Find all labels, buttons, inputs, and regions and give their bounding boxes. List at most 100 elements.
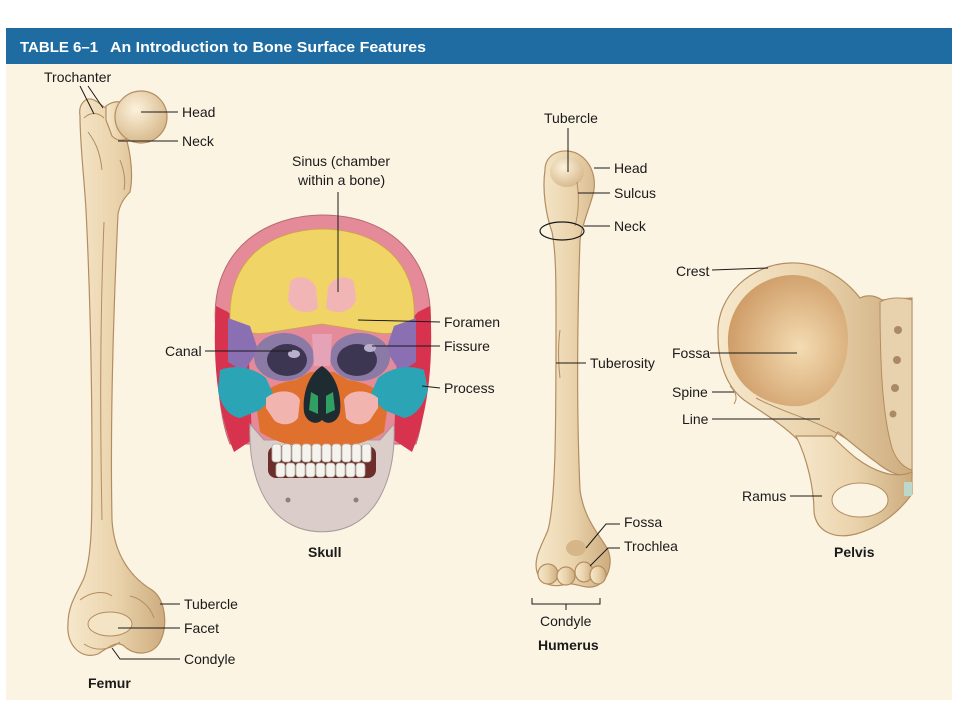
skull-sphenoid-left: [228, 318, 258, 372]
tooth: [301, 443, 312, 463]
caption-femur: Femur: [88, 675, 131, 691]
humerus-bone: [535, 150, 611, 588]
label-skull-process: Process: [444, 380, 495, 396]
tooth: [281, 443, 292, 463]
femur-bone: [67, 98, 166, 656]
skull-concha-right: [326, 392, 335, 414]
humerus-labels: Tubercle Head Sulcus Neck Tuberosity Fos…: [531, 110, 678, 653]
skull-upper-teeth: [271, 443, 372, 463]
skull-frontal-sinus-right: [326, 277, 356, 313]
leader-humerus-fossa: [585, 523, 620, 549]
tooth: [285, 462, 296, 478]
pelvis-sacral-foramen: [891, 384, 899, 392]
humerus-sulcus-detail: [574, 181, 579, 227]
leader-skull-process: [421, 385, 441, 389]
label-pelvis-ramus: Ramus: [742, 488, 786, 504]
skull-zygomatic-left: [218, 367, 274, 418]
skull-orbit-right-inner: [337, 344, 377, 376]
leader-skull-foramen: [357, 319, 441, 323]
label-skull-canal: Canal: [165, 343, 202, 359]
label-femur-trochanter: Trochanter: [44, 69, 112, 85]
label-humerus-tubercle: Tubercle: [544, 110, 598, 126]
pelvis-illustration: [717, 262, 913, 537]
label-femur-condyle: Condyle: [184, 651, 236, 667]
pelvis-obturator-foramen: [831, 482, 889, 518]
tooth: [305, 462, 316, 478]
pelvis-iliac-fossa: [727, 275, 848, 407]
skull-concha-left: [309, 392, 318, 414]
label-humerus-trochlea: Trochlea: [624, 538, 678, 554]
leader-pelvis-crest: [711, 267, 769, 271]
tooth: [361, 443, 372, 463]
tooth: [321, 443, 332, 463]
femur-illustration: [67, 90, 168, 656]
skull-frontal-bone: [229, 228, 415, 334]
label-humerus-neck: Neck: [614, 218, 647, 234]
label-humerus-head: Head: [614, 160, 647, 176]
label-skull-foramen: Foramen: [444, 314, 500, 330]
label-femur-head: Head: [182, 104, 215, 120]
pelvis-symphysis-cartilage: [904, 482, 912, 496]
pelvis-spine-detail: [729, 385, 737, 405]
skull-mental-foramen-right: [353, 497, 359, 503]
femur-labels: Trochanter Head Neck Tubercle Facet Cond…: [44, 69, 238, 691]
leader-femur-condyle: [111, 647, 180, 660]
table-number: TABLE 6–1: [20, 39, 98, 56]
humerus-head: [550, 157, 584, 187]
pelvis-arcuate-line: [755, 397, 849, 441]
label-pelvis-line: Line: [682, 411, 709, 427]
leader-humerus-trochlea: [589, 547, 620, 567]
caption-humerus: Humerus: [538, 637, 599, 653]
skull-labels: Sinus (chamber within a bone) Foramen Fi…: [165, 153, 500, 560]
humerus-neck-marker: [539, 221, 585, 241]
femur-facet: [87, 611, 133, 637]
leader-femur-trochanter: [79, 85, 104, 115]
tooth: [325, 462, 336, 478]
label-femur-neck: Neck: [182, 133, 215, 149]
tooth: [345, 462, 356, 478]
skull-mental-foramen-left: [285, 497, 291, 503]
label-femur-facet: Facet: [184, 620, 219, 636]
tooth: [311, 443, 322, 463]
header-bar: [6, 28, 952, 64]
caption-pelvis: Pelvis: [834, 544, 875, 560]
label-pelvis-fossa: Fossa: [672, 345, 710, 361]
femur-head: [114, 90, 168, 144]
tooth: [341, 443, 352, 463]
humerus-condyle-knob-4: [589, 565, 607, 585]
femur-condyle-detail: [79, 592, 155, 650]
skull-frontal-sinus-left: [288, 277, 318, 313]
tooth: [295, 462, 306, 478]
humerus-fossa: [566, 540, 586, 556]
skull-sphenoid-right: [386, 318, 416, 372]
tooth: [335, 462, 346, 478]
tooth: [271, 443, 282, 463]
bracket-humerus-condyle: [531, 598, 601, 610]
skull-maxillary-sinus-right: [344, 391, 378, 425]
label-humerus-fossa: Fossa: [624, 514, 662, 530]
humerus-condyle-knob-1: [537, 563, 559, 585]
pelvis-sacral-foramen: [893, 356, 901, 364]
tooth: [355, 462, 366, 478]
humerus-tuberosity-detail: [558, 329, 561, 379]
label-humerus-condyle: Condyle: [540, 613, 592, 629]
skull-illustration: [214, 214, 432, 533]
skull-orbit-right-highlight: [364, 344, 376, 352]
tooth: [351, 443, 362, 463]
tooth: [331, 443, 342, 463]
label-skull-sinus-line-1: Sinus (chamber: [292, 153, 390, 169]
tooth: [291, 443, 302, 463]
label-femur-tubercle: Tubercle: [184, 596, 238, 612]
skull-orbit-left-highlight: [288, 350, 300, 358]
humerus-illustration: [535, 150, 611, 588]
skull-orbit-left-inner: [267, 344, 307, 376]
skull-nasal-bones: [312, 334, 332, 366]
table-title: An Introduction to Bone Surface Features: [110, 39, 426, 56]
label-humerus-sulcus: Sulcus: [614, 185, 656, 201]
skull-maxillary-sinus-left: [266, 391, 300, 425]
pelvis-sacral-foramen: [889, 410, 897, 418]
label-skull-sinus-line-2: within a bone): [297, 172, 385, 188]
humerus-condyle-knob-2: [556, 566, 576, 586]
label-skull-fissure: Fissure: [444, 338, 490, 354]
